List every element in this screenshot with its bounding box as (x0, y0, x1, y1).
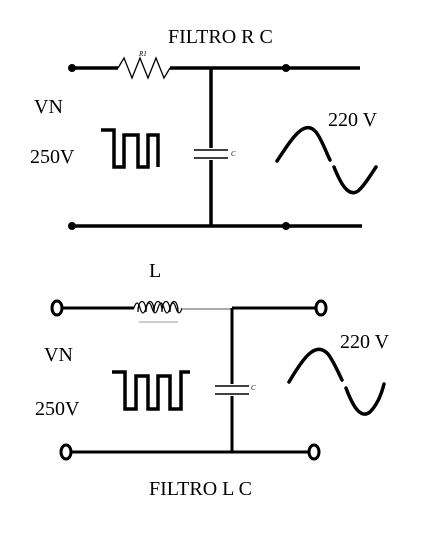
lc-filter-title: FILTRO L C (149, 478, 252, 500)
lc-output-voltage: 220 V (340, 331, 390, 353)
rc-sine-wave-icon-a (275, 125, 332, 163)
resistor-label: R1 (138, 50, 147, 58)
rc-input-voltage: 250V (30, 146, 75, 168)
lc-filter-circuit: L C VN 250V 220 V FILTRO L C (35, 260, 390, 500)
lc-input-label: VN (44, 344, 73, 366)
rc-output-terminal-top (282, 64, 290, 72)
lc-capacitor-label: C (251, 384, 256, 392)
rc-square-wave-icon (101, 128, 160, 169)
resistor-symbol (117, 56, 171, 80)
rc-input-terminal-top (68, 64, 76, 72)
lc-input-voltage: 250V (35, 398, 80, 420)
lc-sine-wave-icon-b (344, 382, 386, 416)
lc-output-terminal-top (314, 299, 328, 317)
lc-sine-wave-icon-a (287, 347, 344, 384)
rc-sine-wave-icon-b (332, 165, 378, 195)
lc-input-terminal-bottom (59, 443, 73, 461)
inductor-label: L (149, 260, 161, 282)
rc-filter-circuit: FILTRO R C R1 C VN 250V 220 V (30, 26, 378, 230)
inductor-coil-icon (137, 300, 179, 313)
rc-input-label: VN (34, 96, 63, 118)
rc-capacitor-label: C (231, 150, 236, 158)
rc-output-voltage: 220 V (328, 109, 378, 131)
lc-square-wave-icon (112, 370, 190, 411)
lc-input-terminal-top (50, 299, 64, 317)
rc-filter-title: FILTRO R C (168, 26, 273, 48)
inductor-coil-wave (133, 302, 183, 314)
rc-output-terminal-bottom (282, 222, 290, 230)
rc-input-terminal-bottom (68, 222, 76, 230)
lc-output-terminal-bottom (307, 443, 321, 461)
